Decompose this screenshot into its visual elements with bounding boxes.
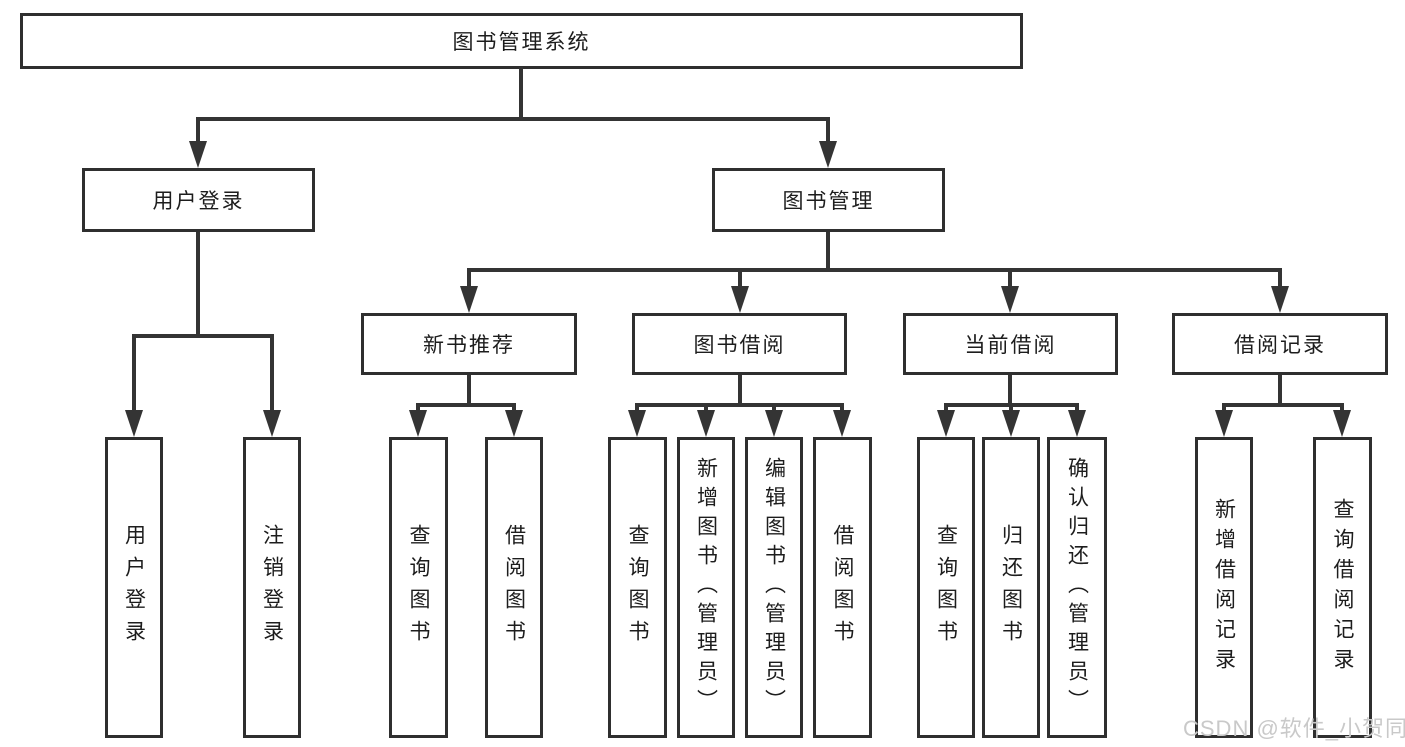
node-current-borrowing-label: 当前借阅	[964, 334, 1057, 357]
connector	[772, 403, 776, 415]
arrowhead	[1002, 410, 1020, 437]
leaf-query-books-3: 查询图书	[917, 437, 975, 738]
arrowhead	[937, 410, 955, 437]
leaf-confirm-return-admin: 确认归还（管理员）	[1047, 437, 1107, 738]
connector	[196, 117, 830, 121]
connector	[826, 117, 830, 147]
arrowhead	[731, 286, 749, 313]
node-borrowing-records: 借阅记录	[1172, 313, 1388, 375]
leaf-query-borrow-record-label: 查询借阅记录	[1331, 497, 1354, 678]
arrowhead	[125, 410, 143, 437]
connector	[826, 232, 830, 272]
connector	[1075, 403, 1079, 415]
leaf-borrow-books-2-label: 借阅图书	[831, 523, 854, 652]
arrowhead	[1333, 410, 1351, 437]
connector	[132, 334, 136, 414]
node-root: 图书管理系统	[20, 13, 1023, 69]
connector	[738, 375, 742, 407]
node-new-book-recommend: 新书推荐	[361, 313, 577, 375]
connector	[635, 403, 639, 415]
connector	[1008, 268, 1012, 290]
arrowhead	[1271, 286, 1289, 313]
leaf-user-login: 用户登录	[105, 437, 163, 738]
arrowhead	[1001, 286, 1019, 313]
connector	[635, 403, 844, 407]
connector	[416, 403, 516, 407]
arrowhead	[1068, 410, 1086, 437]
leaf-add-borrow-record-label: 新增借阅记录	[1212, 497, 1236, 678]
arrowhead	[628, 410, 646, 437]
leaf-add-books-admin: 新增图书（管理员）	[677, 437, 735, 738]
arrowhead	[819, 141, 837, 168]
connector	[704, 403, 708, 415]
csdn-watermark: CSDN @软件_小贺同学	[1183, 716, 1405, 741]
arrowhead	[189, 141, 207, 168]
leaf-borrow-books-1: 借阅图书	[485, 437, 543, 738]
connector	[270, 334, 274, 414]
node-borrowing-records-label: 借阅记录	[1234, 334, 1326, 357]
leaf-borrow-books-2: 借阅图书	[813, 437, 872, 738]
connector	[416, 403, 420, 415]
connector	[840, 403, 844, 415]
node-new-book-recommend-label: 新书推荐	[423, 334, 515, 357]
connector	[1222, 403, 1344, 407]
arrowhead	[833, 410, 851, 437]
connector	[1008, 375, 1012, 407]
connector	[1009, 403, 1013, 415]
connector	[1278, 375, 1282, 407]
leaf-query-books-2-label: 查询图书	[626, 523, 649, 652]
connector	[1340, 403, 1344, 415]
leaf-logout-label: 注销登录	[260, 523, 284, 652]
leaf-query-books-2: 查询图书	[608, 437, 667, 738]
arrowhead	[409, 410, 427, 437]
connector	[1278, 268, 1282, 290]
node-user-login: 用户登录	[82, 168, 315, 232]
leaf-edit-books-admin-label: 编辑图书（管理员）	[762, 457, 786, 718]
leaf-user-login-label: 用户登录	[122, 523, 146, 652]
node-current-borrowing: 当前借阅	[903, 313, 1118, 375]
node-user-login-label: 用户登录	[152, 190, 245, 213]
leaf-confirm-return-admin-label: 确认归还（管理员）	[1065, 457, 1089, 718]
connector	[467, 375, 471, 407]
leaf-add-borrow-record: 新增借阅记录	[1195, 437, 1253, 738]
connector	[738, 268, 742, 290]
connector	[519, 67, 523, 119]
node-book-borrowing: 图书借阅	[632, 313, 847, 375]
arrowhead	[460, 286, 478, 313]
leaf-logout: 注销登录	[243, 437, 301, 738]
arrowhead	[505, 410, 523, 437]
connector	[196, 117, 200, 147]
arrowhead	[1215, 410, 1233, 437]
leaf-return-books-label: 归还图书	[999, 523, 1023, 652]
connector	[467, 268, 1282, 272]
leaf-edit-books-admin: 编辑图书（管理员）	[745, 437, 803, 738]
leaf-return-books: 归还图书	[982, 437, 1040, 738]
connector	[512, 403, 516, 415]
leaf-query-books-1: 查询图书	[389, 437, 448, 738]
connector	[1222, 403, 1226, 415]
node-book-management-label: 图书管理	[782, 190, 875, 213]
leaf-query-books-3-label: 查询图书	[934, 523, 958, 652]
connector	[196, 232, 200, 338]
leaf-query-books-1-label: 查询图书	[407, 523, 430, 652]
arrowhead	[263, 410, 281, 437]
connector	[132, 334, 274, 338]
arrowhead	[765, 410, 783, 437]
leaf-add-books-admin-label: 新增图书（管理员）	[694, 457, 718, 718]
arrowhead	[697, 410, 715, 437]
connector	[944, 403, 948, 415]
node-book-borrowing-label: 图书借阅	[693, 334, 786, 357]
node-book-management: 图书管理	[712, 168, 945, 232]
connector	[467, 268, 471, 290]
leaf-borrow-books-1-label: 借阅图书	[502, 523, 526, 652]
node-root-label: 图书管理系统	[452, 31, 591, 54]
leaf-query-borrow-record: 查询借阅记录	[1313, 437, 1372, 738]
